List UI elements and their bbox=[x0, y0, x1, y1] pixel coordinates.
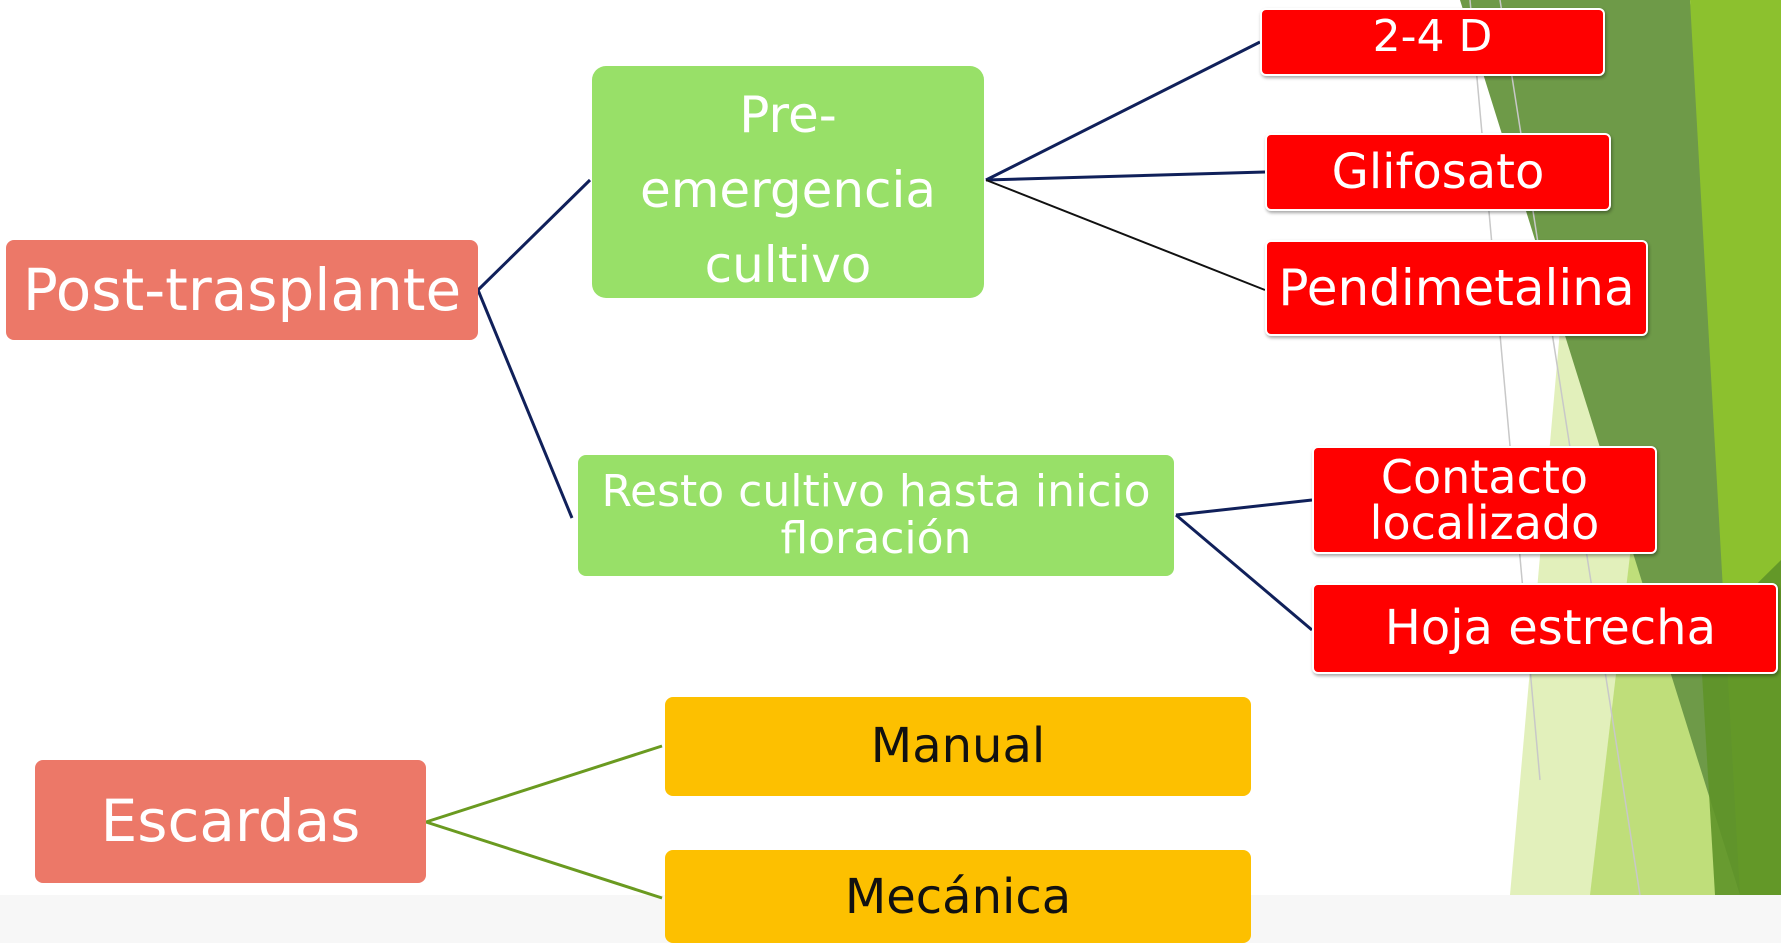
node-post-trasplante: Post-trasplante bbox=[6, 240, 478, 340]
connector-pre-d24 bbox=[985, 40, 1261, 182]
connector-escardas-mecanica bbox=[425, 820, 663, 900]
connector-resto-hoja bbox=[1175, 513, 1313, 632]
node-2-4-d: 2-4 D bbox=[1260, 8, 1605, 76]
node-resto-cultivo: Resto cultivo hasta inicio floración bbox=[578, 455, 1174, 576]
node-glifosato: Glifosato bbox=[1265, 133, 1611, 211]
connector-pre-glif bbox=[985, 170, 1266, 182]
connector-post-pre bbox=[476, 178, 592, 292]
connector-post-resto bbox=[476, 289, 574, 519]
connector-pre-pend bbox=[985, 179, 1266, 291]
connector-escardas-manual bbox=[425, 744, 663, 824]
node-hoja-estrecha: Hoja estrecha bbox=[1312, 583, 1778, 674]
node-manual: Manual bbox=[665, 697, 1251, 796]
node-escardas: Escardas bbox=[35, 760, 426, 883]
node-mecanica: Mecánica bbox=[665, 850, 1251, 943]
node-pre-emergencia: Pre-emergencia cultivo bbox=[592, 66, 984, 298]
node-contacto-localizado: Contacto localizado bbox=[1312, 446, 1657, 554]
connector-resto-contacto bbox=[1175, 498, 1313, 517]
node-pendimetalina: Pendimetalina bbox=[1265, 240, 1648, 336]
